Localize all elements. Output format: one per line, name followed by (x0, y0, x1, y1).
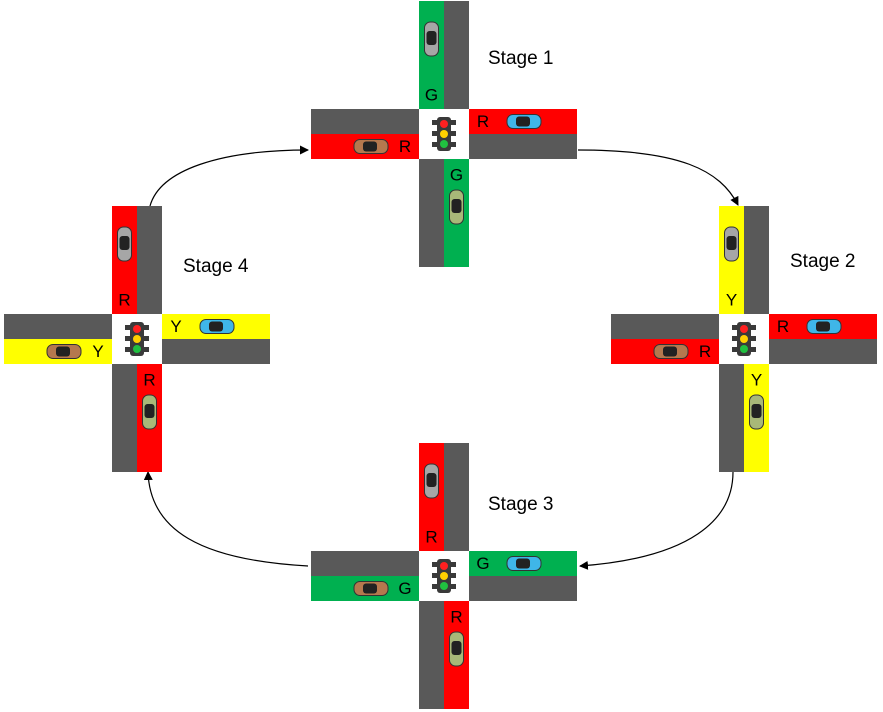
stages: G G R R Stage 1 Y Y R R Stage 2 R R G G Stage 3 R R Y Y Sta… (4, 1, 877, 709)
west-car-icon (353, 581, 389, 596)
north-lane-letter: G (425, 85, 438, 104)
east-lane-letter: Y (170, 317, 181, 336)
west-car-icon (353, 139, 389, 154)
north-car-icon (117, 226, 132, 262)
traffic-light-icon (732, 322, 756, 356)
stage-4-intersection: R R Y Y Stage 4 (4, 206, 270, 472)
north-lane-letter: R (118, 290, 130, 309)
north-car-icon (724, 226, 739, 262)
stage-title: Stage 2 (790, 251, 856, 272)
south-car-icon (142, 394, 157, 430)
stage-title: Stage 1 (488, 48, 554, 69)
west-lane-letter: G (398, 579, 411, 598)
north-car-icon (424, 463, 439, 499)
west-car-icon (46, 344, 82, 359)
stage-title: Stage 4 (183, 256, 249, 277)
south-car-icon (449, 189, 464, 225)
cycle-arrow-4 (149, 145, 309, 207)
north-lane-letter: Y (726, 290, 737, 309)
cycle-arrow-1 (577, 149, 739, 206)
stage-1-intersection: G G R R Stage 1 (311, 1, 577, 267)
west-lane-letter: R (699, 342, 711, 361)
south-car-icon (749, 394, 764, 430)
traffic-light-icon (432, 559, 456, 593)
south-lane-letter: G (450, 165, 463, 184)
traffic-light-icon (432, 117, 456, 151)
east-lane-letter: R (777, 317, 789, 336)
east-car-icon (199, 319, 235, 334)
east-lane-letter: G (476, 554, 489, 573)
east-car-icon (506, 556, 542, 571)
south-lane-letter: R (143, 370, 155, 389)
south-lane-letter: Y (751, 370, 762, 389)
stage-2-intersection: Y Y R R Stage 2 (611, 206, 877, 472)
west-lane-letter: Y (92, 342, 103, 361)
north-lane-letter: R (425, 527, 437, 546)
traffic-light-icon (125, 322, 149, 356)
east-car-icon (506, 114, 542, 129)
south-car-icon (449, 631, 464, 667)
cycle-arrow-3 (143, 471, 309, 567)
stage-3-intersection: R R G G Stage 3 (311, 443, 577, 709)
stage-title: Stage 3 (488, 494, 554, 515)
north-car-icon (424, 21, 439, 57)
cycle-arrow-2 (579, 471, 734, 570)
cycle-arrows (143, 145, 739, 570)
west-car-icon (653, 344, 689, 359)
east-lane-letter: R (477, 112, 489, 131)
east-car-icon (806, 319, 842, 334)
south-lane-letter: R (450, 607, 462, 626)
west-lane-letter: R (399, 137, 411, 156)
